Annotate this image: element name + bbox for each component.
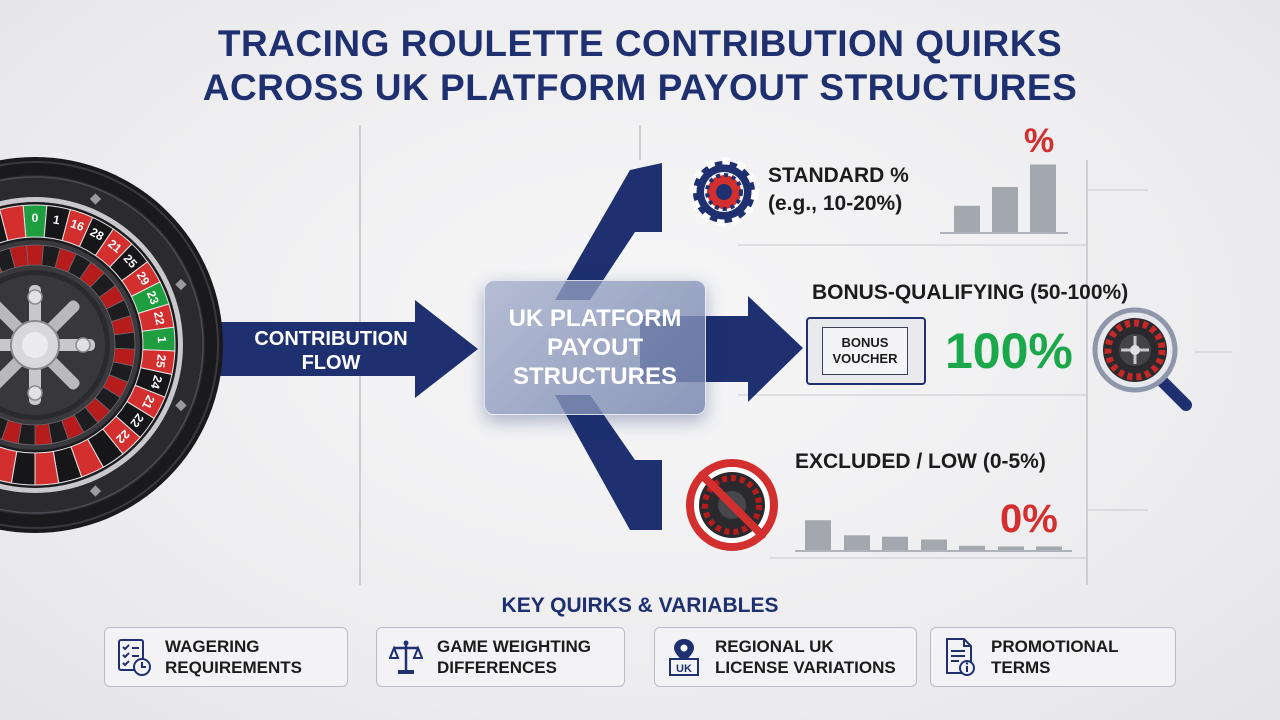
excluded-bar (882, 536, 908, 550)
wheel-pocket-number: 16 (69, 216, 87, 234)
wheel-diamond (175, 278, 187, 291)
wheel-inner-segment (34, 423, 53, 446)
wheel-diamond (175, 399, 187, 412)
wheel-pockets (0, 204, 176, 486)
wheel-inner-segment (113, 331, 136, 350)
quirk-wagering-line-2: REQUIREMENTS (165, 658, 302, 677)
page-title: TRACING ROULETTE CONTRIBUTION QUIRKS ACR… (0, 22, 1280, 110)
map-pin-uk-icon: UK (669, 639, 699, 676)
voucher-line-2: VOUCHER (832, 351, 898, 366)
standard-label-line-2: (e.g., 10-20%) (768, 192, 903, 215)
wheel-pocket (0, 446, 18, 484)
bonus-percent-value: 100% (945, 323, 1073, 379)
center-box-line-2: PAYOUT (546, 334, 644, 361)
excluded-bar (805, 520, 831, 550)
bonus-voucher-ticket: BONUS VOUCHER (806, 317, 926, 385)
quirk-regional-line-2: LICENSE VARIATIONS (715, 658, 896, 677)
wheel-pocket-number: 23 (144, 289, 162, 307)
excluded-bar (921, 539, 947, 550)
bonus-qualifying-label: BONUS-QUALIFYING (50-100%) (812, 281, 1129, 304)
magnifier-roulette-icon (1092, 307, 1192, 411)
standard-percent-symbol: % (1024, 122, 1055, 160)
wheel-pocket-number: 0 (32, 211, 39, 225)
uk-badge-text: UK (676, 663, 692, 675)
wheel-spindle-icon (0, 285, 95, 405)
branch-arrow-up (555, 163, 662, 300)
wheel-pocket-number: 24 (148, 374, 165, 391)
contribution-flow-arrow (215, 300, 478, 398)
wheel-inner-segment (0, 416, 9, 440)
voucher-line-1: BONUS (841, 335, 889, 350)
checklist-clock-icon (118, 639, 151, 676)
excluded-bar-chart (795, 520, 1072, 552)
quirk-card-game-weighting: GAME WEIGHTING DIFFERENCES (376, 627, 625, 687)
excluded-bar (844, 535, 870, 550)
wheel-inner-segment (9, 244, 29, 269)
title-line-1: TRACING ROULETTE CONTRIBUTION QUIRKS (217, 23, 1063, 64)
quirk-wagering-line-1: WAGERING (165, 637, 260, 656)
center-box-line-1: UK PLATFORM (508, 305, 682, 332)
prohibited-roulette-icon (686, 459, 778, 551)
uk-platform-payout-box: UK PLATFORM PAYOUT STRUCTURES (484, 280, 706, 415)
bonus-voucher-text: BONUS VOUCHER (822, 327, 908, 375)
excluded-percent-value: 0% (1000, 497, 1058, 541)
wheel-pocket-number: 21 (139, 393, 158, 412)
quirk-weighting-line-2: DIFFERENCES (437, 658, 557, 677)
scales-icon (389, 640, 423, 674)
wheel-pocket (0, 204, 27, 242)
standard-label-line-1: STANDARD % (768, 164, 909, 187)
excluded-bar (959, 545, 985, 550)
center-box-line-3: STRUCTURES (512, 363, 677, 390)
wheel-inner-segment (26, 244, 44, 266)
wheel-pocket-number: 1 (52, 212, 61, 227)
wheel-pocket-number: 22 (151, 310, 168, 326)
wheel-pocket-number: 1 (155, 336, 169, 344)
poker-chip-icon (689, 157, 759, 227)
wheel-pocket-number: 28 (88, 225, 107, 244)
quirk-promotional-line-1: PROMOTIONAL (991, 637, 1119, 656)
excluded-bar (1036, 546, 1062, 550)
quirk-regional-line-1: REGIONAL UK (715, 637, 834, 656)
flow-label-line-2: FLOW (301, 352, 361, 374)
quirk-card-regional-uk: UK REGIONAL UK LICENSE VARIATIONS (654, 627, 917, 687)
standard-label: STANDARD % (e.g., 10-20%) (768, 162, 909, 218)
quirk-promotional-line-2: TERMS (991, 658, 1051, 677)
standard-bar (954, 205, 980, 232)
standard-bar (992, 187, 1018, 232)
quirk-card-wagering: WAGERING REQUIREMENTS (104, 627, 348, 687)
excluded-low-label: EXCLUDED / LOW (0-5%) (795, 450, 1046, 473)
document-info-icon (946, 638, 975, 676)
quirk-weighting-line-1: GAME WEIGHTING (437, 637, 591, 656)
contribution-flow-label: CONTRIBUTION FLOW (226, 327, 436, 375)
standard-bar (1030, 164, 1056, 232)
quirk-card-promotional: PROMOTIONAL TERMS (930, 627, 1176, 687)
wheel-inner-track (0, 244, 136, 446)
wheel-pocket-number: 25 (153, 354, 169, 369)
excluded-bar (998, 546, 1024, 550)
title-line-2: ACROSS UK PLATFORM PAYOUT STRUCTURES (202, 67, 1078, 108)
branch-arrow-down (555, 395, 662, 530)
standard-bar-chart (940, 164, 1068, 234)
flow-label-line-1: CONTRIBUTION (254, 328, 408, 350)
key-quirks-title: KEY QUIRKS & VARIABLES (501, 594, 779, 617)
